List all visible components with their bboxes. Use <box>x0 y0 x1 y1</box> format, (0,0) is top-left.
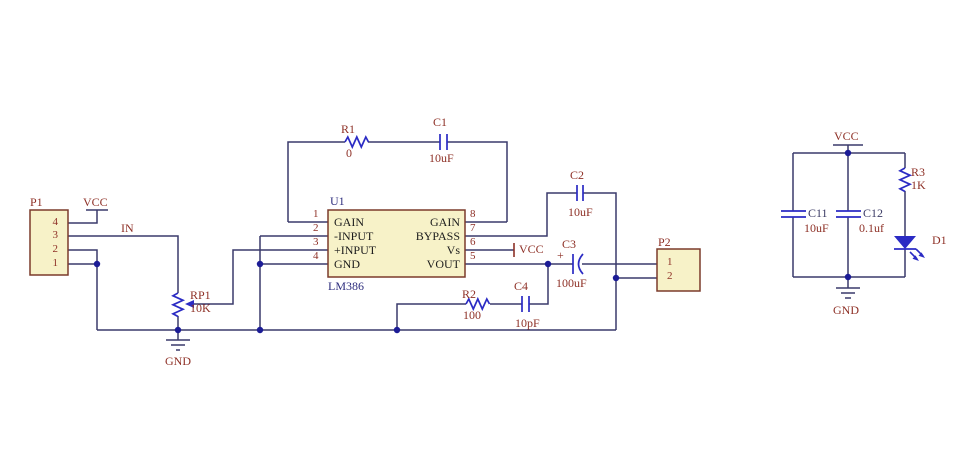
u1-pin-name-vs: Vs <box>446 243 460 257</box>
c3-refdes: C3 <box>562 237 577 251</box>
c1-value: 10uF <box>429 151 454 165</box>
junction-dots <box>93 149 852 334</box>
d1-refdes: D1 <box>932 233 947 247</box>
capacitor-c4-symbol <box>521 296 530 312</box>
u1-pin-name-gain-left: GAIN <box>334 215 364 229</box>
c1-refdes: C1 <box>433 115 448 129</box>
wire-bypass-c2 <box>465 192 617 330</box>
resistor-r2-symbol <box>465 296 491 312</box>
capacitor-c11-symbol <box>781 210 806 218</box>
net-label-gnd-right: GND <box>833 303 859 317</box>
p2-pin-2-number: 2 <box>667 270 673 282</box>
u1-pin-name-vout: VOUT <box>426 257 460 271</box>
u1-pin-name-pinput: +INPUT <box>334 243 377 257</box>
r3-value: 1K <box>911 178 926 192</box>
p2-connector-body <box>656 248 701 292</box>
u1-pin-name-gain-right: GAIN <box>430 215 460 229</box>
c12-refdes: C12 <box>863 206 884 220</box>
c2-value: 10uF <box>568 205 593 219</box>
p1-refdes: P1 <box>30 195 43 209</box>
u1-part-number: LM386 <box>328 279 364 293</box>
p1-pin-3-number: 3 <box>52 229 59 241</box>
r1-value: 0 <box>346 146 352 160</box>
p2-pin-1-number: 1 <box>667 256 673 268</box>
net-label-vcc-p1: VCC <box>83 195 108 209</box>
rp1-wiper-arrow <box>185 300 194 308</box>
c3-polarity-plus: + <box>557 248 564 262</box>
rp1-value: 10K <box>190 301 211 315</box>
p2-refdes: P2 <box>658 235 671 249</box>
r1-refdes: R1 <box>341 122 356 136</box>
u1-ic-body <box>327 209 466 278</box>
c11-refdes: C11 <box>808 206 828 220</box>
c4-refdes: C4 <box>514 279 529 293</box>
resistor-r1-symbol <box>344 134 370 150</box>
ground-symbol-right <box>836 277 860 299</box>
wires <box>68 141 906 351</box>
c4-value: 10pF <box>515 316 540 330</box>
wire-feedback-loop <box>287 141 508 223</box>
p1-connector-body <box>29 209 69 276</box>
u1-pin-4-number: 4 <box>313 250 319 262</box>
resistor-r3-symbol <box>897 167 913 193</box>
rp1-refdes: RP1 <box>190 288 211 302</box>
capacitor-c2-symbol <box>576 185 584 201</box>
wire-zobel-branch <box>396 264 549 330</box>
wire-p1-pin1 <box>68 263 98 330</box>
r2-refdes: R2 <box>462 287 477 301</box>
u1-pin-2-number: 2 <box>313 222 319 234</box>
wire-wiper-to-input <box>192 249 328 305</box>
led-d1-symbol <box>894 236 925 261</box>
net-label-gnd-left: GND <box>165 354 191 368</box>
u1-pin-8-number: 8 <box>470 208 476 220</box>
p1-pin-4-number: 4 <box>52 216 59 228</box>
ground-symbol-left <box>166 330 190 351</box>
capacitor-c12-symbol <box>836 210 861 218</box>
wire-ic-ground <box>259 235 328 330</box>
capacitor-c1-symbol <box>439 134 448 150</box>
u1-pin-7-number: 7 <box>470 222 476 234</box>
r2-value: 100 <box>463 308 481 322</box>
p1-pin-2-number: 2 <box>52 243 59 255</box>
net-label-vcc-pin6: VCC <box>519 242 544 256</box>
u1-pin-name-bypass: BYPASS <box>415 229 460 243</box>
u1-pin-5-number: 5 <box>470 250 476 262</box>
wire-p1-vcc <box>68 209 108 224</box>
u1-pin-3-number: 3 <box>313 236 319 248</box>
wire-in-net <box>68 235 179 293</box>
c3-value: 100uF <box>556 276 587 290</box>
c12-value: 0.1uf <box>859 221 884 235</box>
net-label-in: IN <box>121 221 134 235</box>
c11-value: 10uF <box>804 221 829 235</box>
potentiometer-rp1-symbol <box>170 292 186 318</box>
u1-pin-6-number: 6 <box>470 236 476 248</box>
u1-pin-1-number: 1 <box>313 208 319 220</box>
c2-refdes: C2 <box>570 168 585 182</box>
u1-pin-name-ninput: -INPUT <box>334 229 374 243</box>
wire-p1-pin2 <box>68 249 98 264</box>
u1-refdes: U1 <box>330 194 345 208</box>
u1-pin-name-gnd: GND <box>334 257 360 271</box>
r3-refdes: R3 <box>911 165 926 179</box>
p1-pin-1-number: 1 <box>52 257 59 269</box>
capacitor-c3-symbol <box>572 253 584 275</box>
net-label-vcc-right: VCC <box>834 129 859 143</box>
